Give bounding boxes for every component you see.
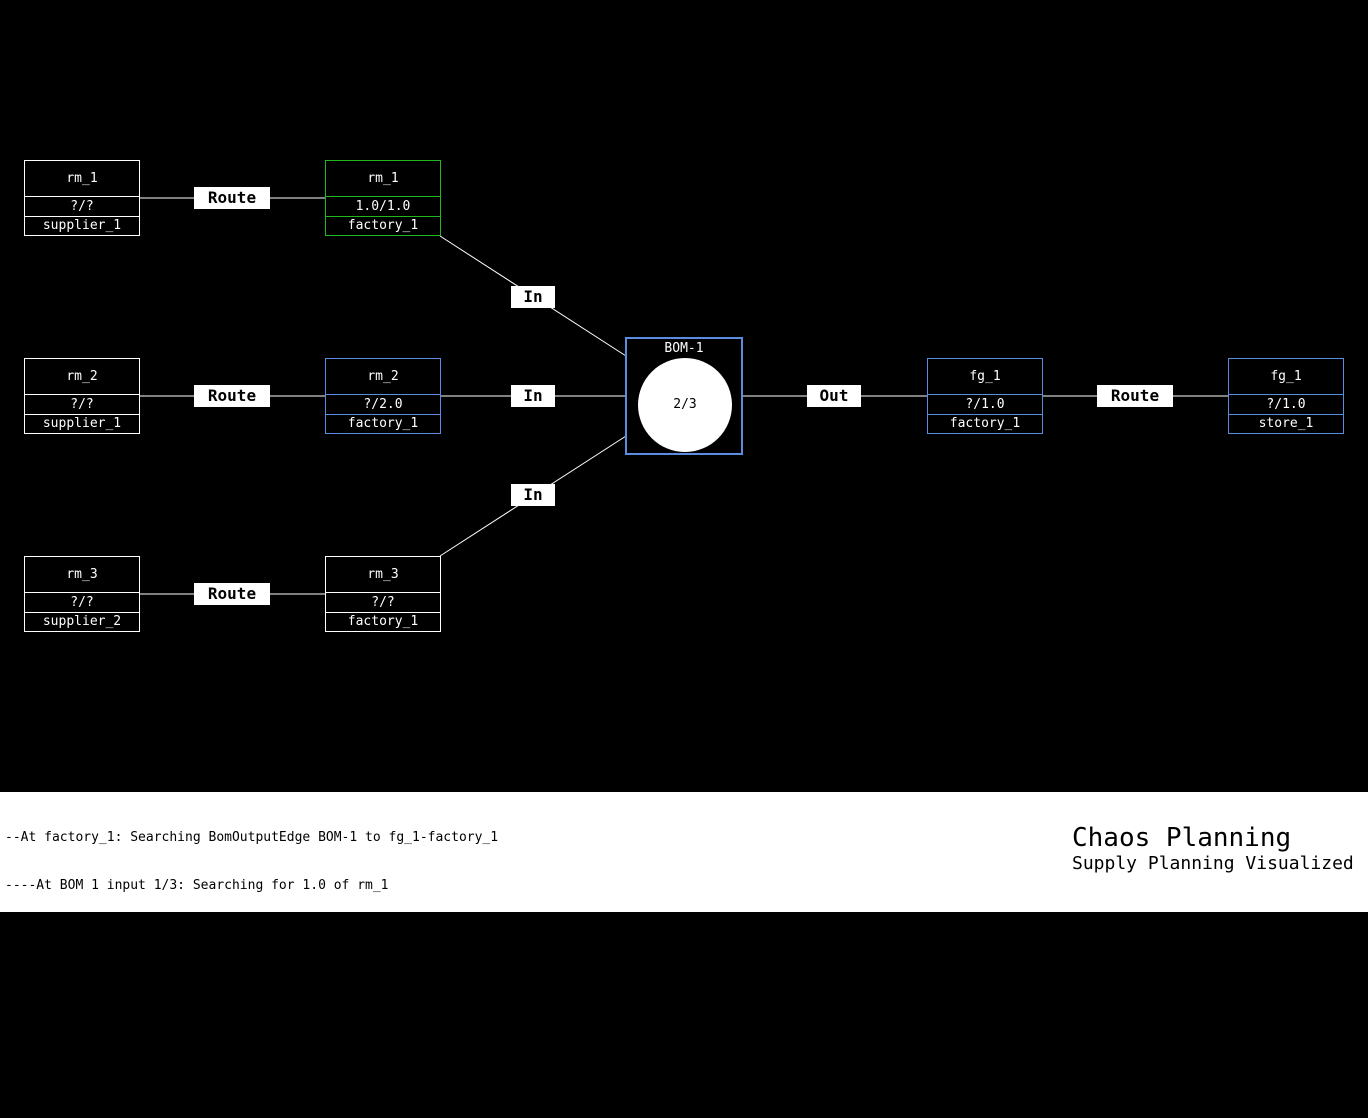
edge-label-in-rm1[interactable]: In [511, 286, 555, 308]
bom-progress-circle: 2/3 [638, 358, 732, 452]
bom-node[interactable]: BOM-1 2/3 [625, 337, 743, 455]
edge-label-out-fg1[interactable]: Out [807, 385, 861, 407]
bom-title: BOM-1 [664, 341, 704, 356]
node-qty: ?/? [25, 395, 139, 415]
edge-label-route-rm3[interactable]: Route [194, 583, 270, 605]
node-location: factory_1 [949, 416, 1021, 431]
node-fg1-factory[interactable]: fg_1 ?/1.0 factory_1 [927, 358, 1043, 434]
edge-label-in-rm2[interactable]: In [511, 385, 555, 407]
node-rm1-factory[interactable]: rm_1 1.0/1.0 factory_1 [325, 160, 441, 236]
node-location: factory_1 [347, 416, 419, 431]
node-item: rm_3 [326, 557, 440, 593]
log-line: ------At factory_1: Searching inventory … [5, 926, 436, 941]
node-qty: ?/? [25, 197, 139, 217]
node-location: supplier_1 [42, 416, 122, 431]
node-location: supplier_1 [42, 218, 122, 233]
footer-panel: --At factory_1: Searching BomOutputEdge … [0, 792, 1368, 1085]
node-qty: ?/2.0 [326, 395, 440, 415]
node-location: factory_1 [347, 218, 419, 233]
node-qty: 1.0/1.0 [326, 197, 440, 217]
node-rm2-factory[interactable]: rm_2 ?/2.0 factory_1 [325, 358, 441, 434]
log-line: ------At factory_1: Inventory meets all … [5, 974, 452, 989]
node-location: supplier_2 [42, 614, 122, 629]
node-rm3-factory[interactable]: rm_3 ?/? factory_1 [325, 556, 441, 632]
node-qty: ?/? [25, 593, 139, 613]
node-rm2-supplier[interactable]: rm_2 ?/? supplier_1 [24, 358, 140, 434]
log-line: ----At BOM 1 input 1/3: Searching for 1.… [5, 878, 389, 893]
node-rm3-supplier[interactable]: rm_3 ?/? supplier_2 [24, 556, 140, 632]
search-log: --At factory_1: Searching BomOutputEdge … [5, 798, 498, 1118]
log-line: ----At BOM 1 input 1/3: Found all supply… [5, 1022, 389, 1037]
network-canvas: rm_1 ?/? supplier_1 rm_1 1.0/1.0 factory… [24, 160, 1344, 632]
node-qty: ?/1.0 [928, 395, 1042, 415]
node-item: rm_1 [326, 161, 440, 197]
edge-label-route-rm1[interactable]: Route [194, 187, 270, 209]
node-item: rm_2 [25, 359, 139, 395]
node-rm1-supplier[interactable]: rm_1 ?/? supplier_1 [24, 160, 140, 236]
node-item: fg_1 [928, 359, 1042, 395]
node-item: fg_1 [1229, 359, 1343, 395]
node-item: rm_2 [326, 359, 440, 395]
node-item: rm_1 [25, 161, 139, 197]
node-item: rm_3 [25, 557, 139, 593]
log-line: --At factory_1: Searching BomOutputEdge … [5, 830, 499, 845]
log-line: ----At BOM 1 input 2/3: Searching for 2.… [5, 1070, 389, 1085]
edge-label-route-fg1[interactable]: Route [1097, 385, 1173, 407]
node-fg1-store[interactable]: fg_1 ?/1.0 store_1 [1228, 358, 1344, 434]
edge-label-route-rm2[interactable]: Route [194, 385, 270, 407]
edge-label-in-rm3[interactable]: In [511, 484, 555, 506]
node-location: store_1 [1258, 416, 1314, 431]
brand-subtitle: Supply Planning Visualized [1072, 853, 1354, 874]
node-qty: ?/? [326, 593, 440, 613]
node-qty: ?/1.0 [1229, 395, 1343, 415]
node-location: factory_1 [347, 614, 419, 629]
brand-block: Chaos Planning Supply Planning Visualize… [1072, 823, 1354, 875]
brand-title: Chaos Planning [1072, 823, 1292, 853]
